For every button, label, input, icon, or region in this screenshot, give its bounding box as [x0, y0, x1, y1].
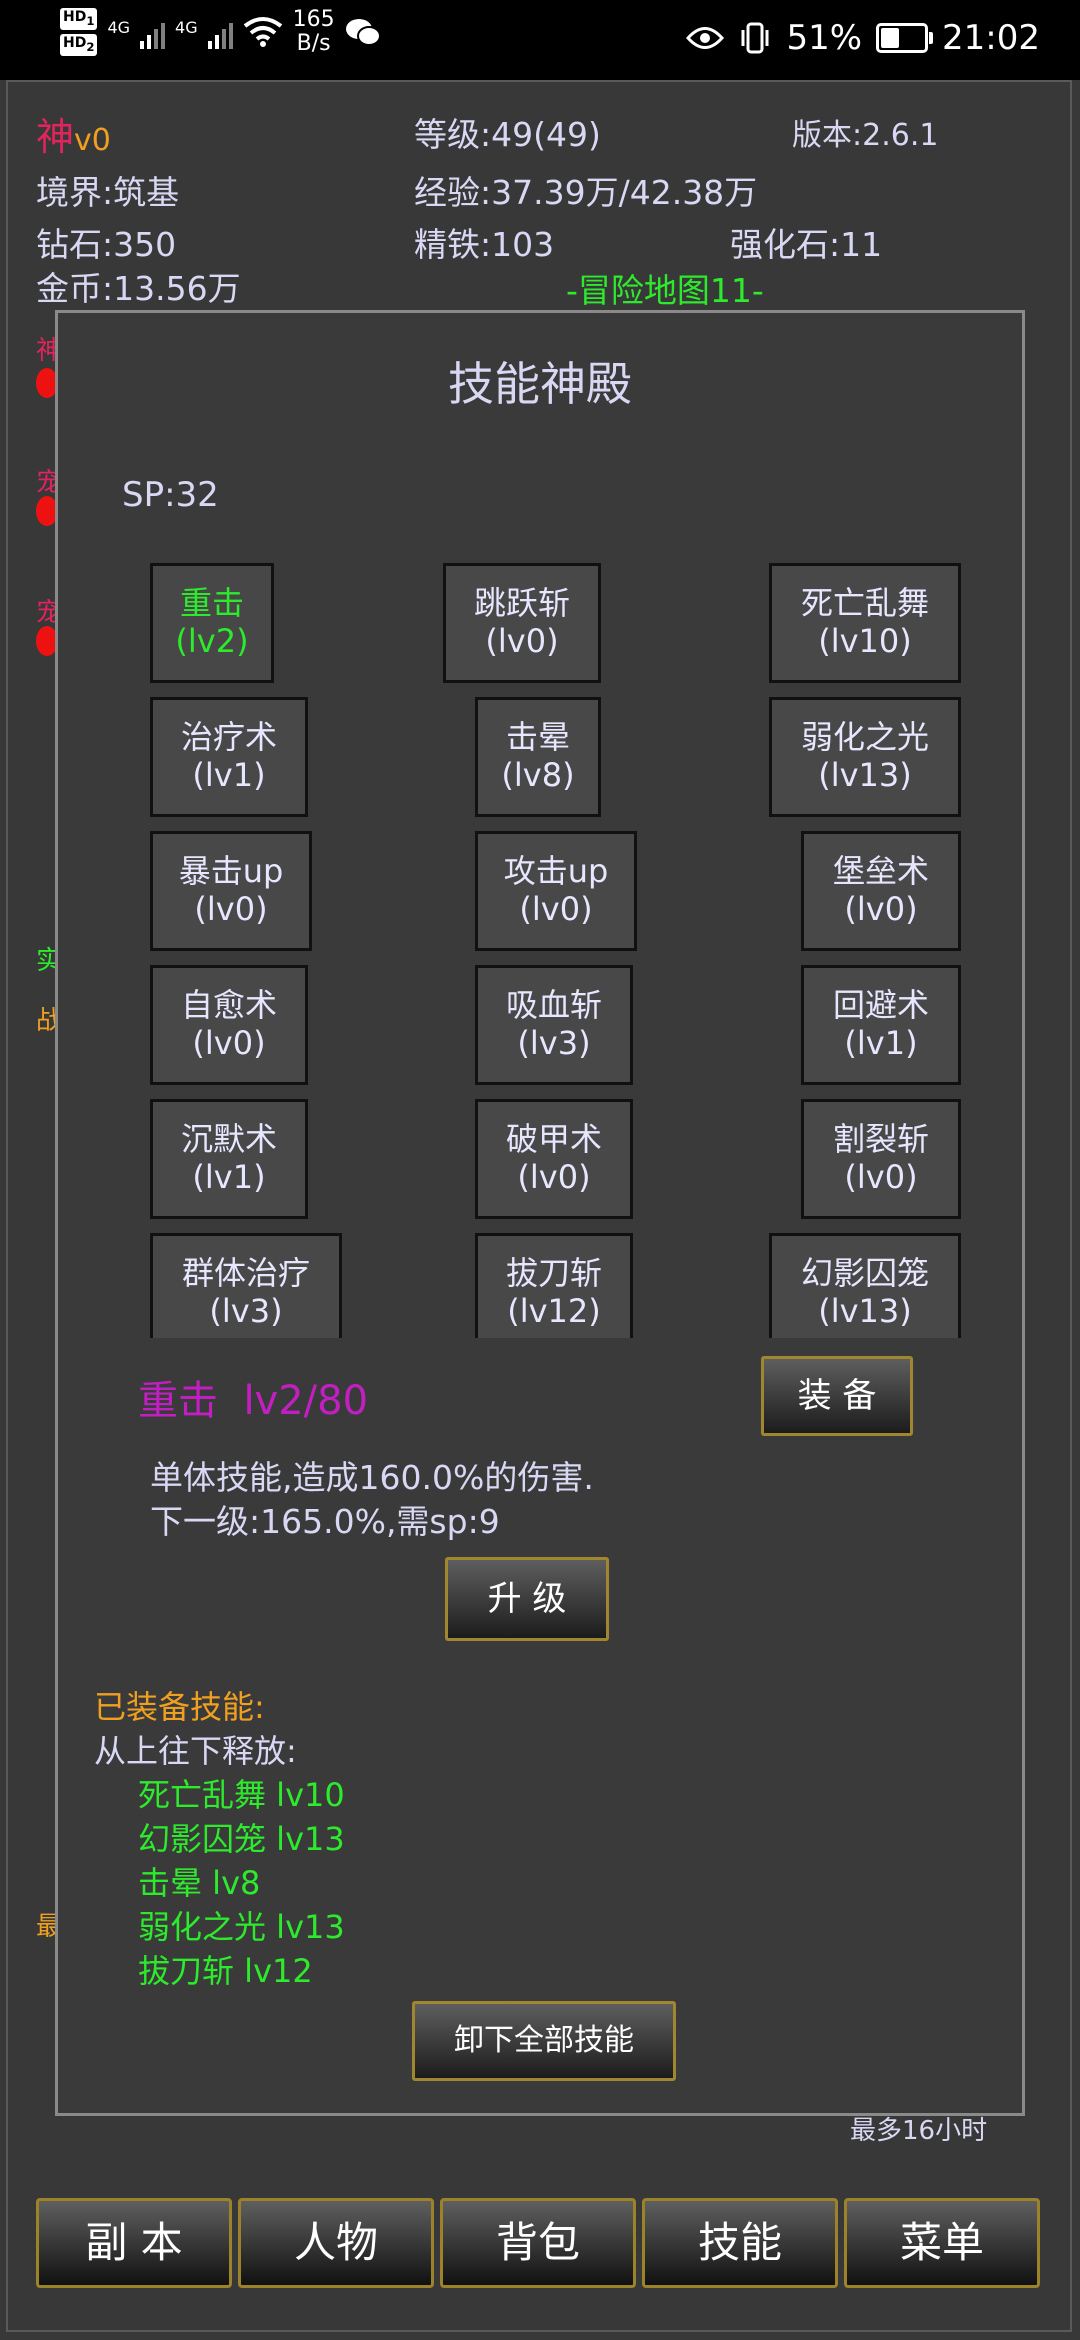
- skill-button-vampire-slash[interactable]: 吸血斩(lv3): [475, 965, 633, 1085]
- battery-icon: [876, 23, 934, 53]
- skill-button-group-heal[interactable]: 群体治疗(lv3): [150, 1233, 342, 1338]
- tab-skills[interactable]: 技能: [642, 2198, 838, 2288]
- sp-points: SP:32: [122, 475, 219, 515]
- skill-button-fortress[interactable]: 堡垒术(lv0): [801, 831, 961, 951]
- skill-button-evasion[interactable]: 回避术(lv1): [801, 965, 961, 1085]
- battery-percent: 51%: [786, 18, 863, 58]
- equipped-skill-4: 弱化之光 lv13: [138, 1908, 345, 1946]
- tab-menu[interactable]: 菜单: [844, 2198, 1040, 2288]
- tab-character[interactable]: 人物: [238, 2198, 434, 2288]
- gold-label: 金币:13.56万: [36, 269, 241, 308]
- release-order-label: 从上往下释放:: [94, 1732, 297, 1770]
- game-frame: [6, 80, 1072, 2332]
- map-label[interactable]: -冒险地图11-: [566, 271, 764, 310]
- iron-label: 精铁:103: [414, 225, 555, 264]
- equipped-skill-1: 死亡乱舞 lv10: [138, 1776, 345, 1814]
- player-level: 等级:49(49): [414, 115, 601, 154]
- selected-skill-header: 重击 lv2/80: [138, 1368, 368, 1426]
- tab-dungeon[interactable]: 副 本: [36, 2198, 232, 2288]
- skill-description: 单体技能,造成160.0%的伤害. 下一级:165.0%,需sp:9: [150, 1458, 594, 1541]
- unequip-all-button[interactable]: 卸下全部技能: [412, 2001, 676, 2081]
- skill-button-jump-slash[interactable]: 跳跃斩(lv0): [443, 563, 601, 683]
- skill-button-phantom-cage[interactable]: 幻影囚笼(lv13): [769, 1233, 961, 1338]
- side-dot-3: [36, 626, 58, 656]
- eye-icon: [686, 27, 725, 49]
- skill-button-armor-break[interactable]: 破甲术(lv0): [475, 1099, 633, 1219]
- equip-button[interactable]: 装 备: [761, 1356, 913, 1436]
- exp-label: 经验:37.39万/42.38万: [414, 173, 758, 212]
- equipped-title: 已装备技能:: [94, 1688, 265, 1726]
- player-name[interactable]: 神v0: [36, 115, 111, 159]
- upgrade-button[interactable]: 升 级: [445, 1557, 609, 1641]
- network-type-1: 4G: [107, 18, 131, 37]
- equipped-skill-3: 击晕 lv8: [138, 1864, 261, 1902]
- skill-button-attack-up[interactable]: 攻击up(lv0): [475, 831, 637, 951]
- skill-temple-dialog: 技能神殿 SP:32 重击(lv2) 跳跃斩(lv0) 死亡乱舞(lv10) 治…: [55, 310, 1025, 2116]
- selected-skill-name: 重击: [138, 1378, 218, 1424]
- hd-1-icon: HD1: [60, 8, 98, 30]
- wifi-icon: [243, 17, 282, 47]
- battery-fill: [881, 28, 900, 48]
- skill-button-death-dance[interactable]: 死亡乱舞(lv10): [769, 563, 961, 683]
- dialog-title: 技能神殿: [448, 357, 632, 411]
- skill-button-crit-up[interactable]: 暴击up(lv0): [150, 831, 312, 951]
- diamond-label: 钻石:350: [36, 225, 177, 264]
- skill-button-heavy-strike[interactable]: 重击(lv2): [150, 563, 274, 683]
- signal-2-icon: [207, 15, 233, 49]
- skill-button-draw-slash[interactable]: 拔刀斩(lv12): [475, 1233, 633, 1338]
- side-dot-1: [36, 368, 58, 398]
- equipped-skill-5: 拔刀斩 lv12: [138, 1952, 313, 1990]
- status-left: HD1 HD2 4G 4G 165 B/s: [60, 8, 381, 56]
- enhance-stone-label: 强化石:11: [730, 225, 883, 264]
- status-bar: HD1 HD2 4G 4G 165 B/s 51%: [0, 0, 1080, 80]
- network-type-2: 4G: [175, 18, 198, 37]
- skill-button-weaken-light[interactable]: 弱化之光(lv13): [769, 697, 961, 817]
- skill-button-silence[interactable]: 沉默术(lv1): [150, 1099, 308, 1219]
- max-hours-label: 最多16小时: [850, 2116, 988, 2146]
- skill-button-stun[interactable]: 击晕(lv8): [475, 697, 601, 817]
- network-speed: 165 B/s: [292, 7, 335, 56]
- skill-button-self-heal[interactable]: 自愈术(lv0): [150, 965, 308, 1085]
- skill-grid: 重击(lv2) 跳跃斩(lv0) 死亡乱舞(lv10) 治疗术(lv1) 击晕(…: [58, 563, 1022, 1338]
- clock: 21:02: [942, 18, 1040, 58]
- vibrate-icon: [741, 22, 769, 54]
- tab-bag[interactable]: 背包: [440, 2198, 636, 2288]
- side-dot-2: [36, 496, 58, 526]
- realm-label: 境界:筑基: [36, 173, 180, 212]
- skill-button-heal[interactable]: 治疗术(lv1): [150, 697, 308, 817]
- skill-button-rend-slash[interactable]: 割裂斩(lv0): [801, 1099, 961, 1219]
- bottom-nav: 副 本 人物 背包 技能 菜单: [36, 2198, 1040, 2288]
- status-right: 51% 21:02: [686, 18, 1040, 58]
- selected-skill-level: lv2/80: [243, 1378, 369, 1424]
- signal-1-icon: [140, 15, 166, 49]
- equipped-skill-2: 幻影囚笼 lv13: [138, 1820, 345, 1858]
- wechat-icon: [345, 19, 381, 46]
- hd-2-icon: HD2: [60, 34, 98, 56]
- equipped-skills-section: 已装备技能: 从上往下释放: 死亡乱舞 lv10 幻影囚笼 lv13 击晕 lv…: [94, 1685, 345, 1993]
- version-label: 版本:2.6.1: [792, 118, 939, 153]
